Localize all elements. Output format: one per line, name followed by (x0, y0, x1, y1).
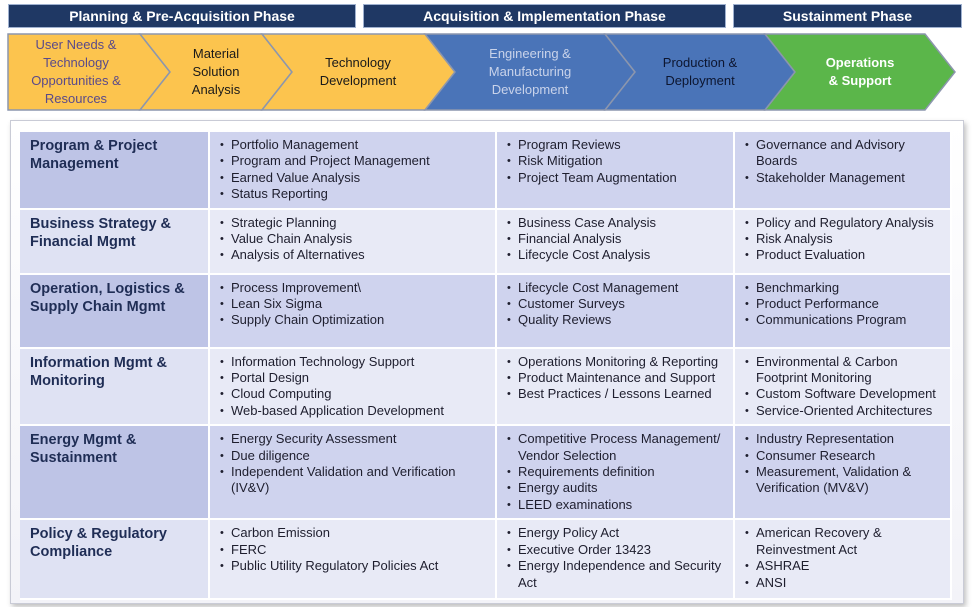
list-item: Industry Representation (743, 431, 946, 448)
sustainment-services-cell: Governance and Advisory Boards Stakehold… (734, 132, 952, 210)
acquisition-services-cell: Business Case Analysis Financial Analysi… (496, 208, 735, 275)
list-item: Energy audits (505, 480, 729, 497)
list-item: Project Team Augmentation (505, 170, 729, 187)
list-item: Stakeholder Management (743, 170, 946, 187)
list-item: Product Performance (743, 296, 946, 313)
list-item: Product Maintenance and Support (505, 370, 729, 387)
list-item: Risk Mitigation (505, 153, 729, 170)
sustainment-services-cell: Industry Representation Consumer Researc… (734, 425, 952, 521)
list-item: Lifecycle Cost Analysis (505, 247, 729, 264)
table-row: Policy & Regulatory Compliance Carbon Em… (20, 519, 952, 601)
list-item: Program and Project Management (218, 153, 491, 170)
acquisition-services-cell: Competitive Process Management/ Vendor S… (496, 425, 735, 521)
acquisition-services-cell: Operations Monitoring & Reporting Produc… (496, 347, 735, 427)
list-item: Value Chain Analysis (218, 231, 491, 248)
list-item: Web-based Application Development (218, 403, 491, 420)
sustainment-services-cell: Policy and Regulatory Analysis Risk Anal… (734, 208, 952, 275)
stage-label-operations-support: Operations & Support (825, 55, 895, 88)
planning-services-cell: Strategic Planning Value Chain Analysis … (209, 208, 497, 275)
list-item: Governance and Advisory Boards (743, 137, 946, 170)
row-category: Policy & Regulatory Compliance (20, 519, 210, 601)
list-item: Due diligence (218, 448, 491, 465)
list-item: American Recovery & Reinvestment Act (743, 525, 946, 558)
sustainment-services-cell: Environmental & Carbon Footprint Monitor… (734, 347, 952, 427)
list-item: Benchmarking (743, 280, 946, 297)
list-item: Policy and Regulatory Analysis (743, 215, 946, 232)
table-row: Program & Project Management Portfolio M… (20, 132, 952, 210)
list-item: Executive Order 13423 (505, 542, 729, 559)
list-item: Public Utility Regulatory Policies Act (218, 558, 491, 575)
list-item: Portfolio Management (218, 137, 491, 154)
list-item: Lean Six Sigma (218, 296, 491, 313)
list-item: Portal Design (218, 370, 491, 387)
table-row: Business Strategy & Financial Mgmt Strat… (20, 208, 952, 275)
row-category: Operation, Logistics & Supply Chain Mgmt (20, 273, 210, 349)
list-item: Competitive Process Management/ Vendor S… (505, 431, 729, 464)
list-item: Customer Surveys (505, 296, 729, 313)
list-item: ASHRAE (743, 558, 946, 575)
list-item: Energy Policy Act (505, 525, 729, 542)
row-category: Business Strategy & Financial Mgmt (20, 208, 210, 275)
list-item: Process Improvement\ (218, 280, 491, 297)
stage-label-engineering-manufacturing: Engineering & Manufacturing Development (488, 46, 572, 97)
services-table: Program & Project Management Portfolio M… (20, 132, 952, 601)
acquisition-services-cell: Lifecycle Cost Management Customer Surve… (496, 273, 735, 349)
planning-services-cell: Process Improvement\ Lean Six Sigma Supp… (209, 273, 497, 349)
list-item: Service-Oriented Architectures (743, 403, 946, 420)
list-item: Information Technology Support (218, 354, 491, 371)
planning-services-cell: Portfolio Management Program and Project… (209, 132, 497, 210)
sustainment-services-cell: Benchmarking Product Performance Communi… (734, 273, 952, 349)
list-item: Operations Monitoring & Reporting (505, 354, 729, 371)
list-item: Environmental & Carbon Footprint Monitor… (743, 354, 946, 387)
list-item: ANSI (743, 575, 946, 592)
stage-label-user-needs: User Needs & Technology Opportunities & … (31, 37, 121, 106)
stage-chevron-operations-support (763, 33, 956, 111)
list-item: Status Reporting (218, 186, 491, 203)
stage-label-material-solution: Material Solution Analysis (191, 46, 241, 97)
list-item: Measurement, Validation & Verification (… (743, 464, 946, 497)
list-item: Cloud Computing (218, 386, 491, 403)
list-item: Earned Value Analysis (218, 170, 491, 187)
list-item: Business Case Analysis (505, 215, 729, 232)
list-item: Custom Software Development (743, 386, 946, 403)
planning-services-cell: Information Technology Support Portal De… (209, 347, 497, 427)
sustainment-services-cell: American Recovery & Reinvestment Act ASH… (734, 519, 952, 601)
row-category: Information Mgmt & Monitoring (20, 347, 210, 427)
list-item: Strategic Planning (218, 215, 491, 232)
list-item: LEED examinations (505, 497, 729, 514)
phase-acquisition: Acquisition & Implementation Phase (363, 4, 726, 28)
table-row: Energy Mgmt & Sustainment Energy Securit… (20, 425, 952, 521)
list-item: Best Practices / Lessons Learned (505, 386, 729, 403)
list-item: Consumer Research (743, 448, 946, 465)
list-item: FERC (218, 542, 491, 559)
list-item: Energy Independence and Security Act (505, 558, 729, 591)
list-item: Quality Reviews (505, 312, 729, 329)
stage-label-technology-development: Technology Development (319, 55, 397, 88)
list-item: Financial Analysis (505, 231, 729, 248)
row-category: Energy Mgmt & Sustainment (20, 425, 210, 521)
table-row: Operation, Logistics & Supply Chain Mgmt… (20, 273, 952, 349)
list-item: Analysis of Alternatives (218, 247, 491, 264)
process-chevrons (7, 33, 956, 111)
list-item: Lifecycle Cost Management (505, 280, 729, 297)
stage-label-production-deployment: Production & Deployment (662, 55, 738, 88)
list-item: Requirements definition (505, 464, 729, 481)
phase-sustainment: Sustainment Phase (733, 4, 962, 28)
acquisition-services-cell: Energy Policy Act Executive Order 13423 … (496, 519, 735, 601)
list-item: Independent Validation and Verification … (218, 464, 491, 497)
list-item: Product Evaluation (743, 247, 946, 264)
planning-services-cell: Carbon Emission FERC Public Utility Regu… (209, 519, 497, 601)
acquisition-services-cell: Program Reviews Risk Mitigation Project … (496, 132, 735, 210)
row-category: Program & Project Management (20, 132, 210, 210)
phase-planning: Planning & Pre-Acquisition Phase (8, 4, 356, 28)
list-item: Energy Security Assessment (218, 431, 491, 448)
list-item: Supply Chain Optimization (218, 312, 491, 329)
table-row: Information Mgmt & Monitoring Informatio… (20, 347, 952, 427)
planning-services-cell: Energy Security Assessment Due diligence… (209, 425, 497, 521)
list-item: Program Reviews (505, 137, 729, 154)
list-item: Carbon Emission (218, 525, 491, 542)
list-item: Communications Program (743, 312, 946, 329)
list-item: Risk Analysis (743, 231, 946, 248)
